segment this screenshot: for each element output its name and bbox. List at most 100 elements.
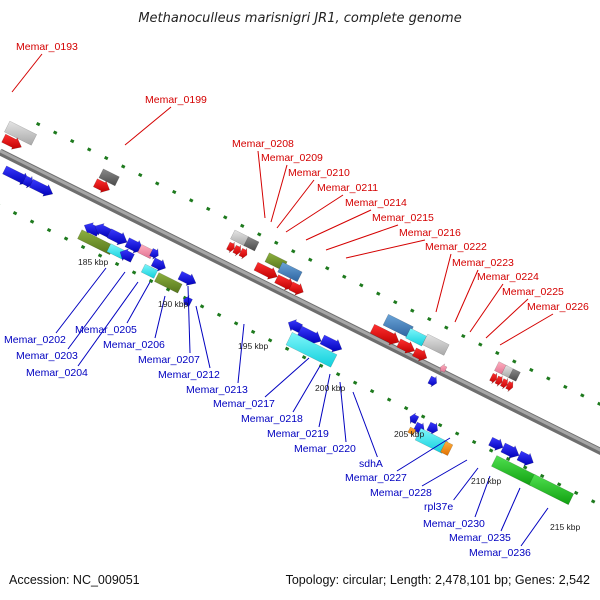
gene-memar-0199 (98, 168, 120, 187)
gene-reverse-blue (516, 450, 534, 467)
accession-text: Accession: NC_009051 (9, 573, 140, 587)
tick-mark (46, 227, 52, 233)
label-leader-line (339, 381, 347, 443)
label-leader-line (292, 365, 321, 413)
gene-reverse-blue (124, 237, 144, 254)
reverse-gene-label[interactable]: Memar_0213 (186, 384, 248, 396)
reverse-gene-label[interactable]: Memar_0212 (158, 369, 220, 381)
tick-mark (539, 473, 545, 479)
reverse-gene-label[interactable]: Memar_0227 (345, 472, 407, 484)
reverse-gene-label[interactable]: Memar_0202 (4, 334, 66, 346)
reverse-gene-label[interactable]: Memar_0230 (423, 518, 485, 530)
gene-forward-red (494, 375, 503, 387)
gene-memar-0210c (238, 247, 248, 260)
forward-gene-label[interactable]: Memar_0199 (145, 94, 207, 106)
tick-mark (597, 401, 600, 406)
tick-mark (369, 389, 375, 394)
forward-gene-label[interactable]: Memar_0222 (425, 241, 487, 253)
tick-mark (274, 240, 279, 245)
forward-gene-label[interactable]: Memar_0193 (16, 41, 78, 53)
label-leader-line (485, 298, 529, 339)
gene-reverse-blue (500, 442, 520, 459)
forward-gene-label[interactable]: Memar_0224 (477, 271, 539, 283)
backbone (0, 148, 600, 456)
label-leader-line (474, 475, 491, 518)
reverse-gene-label[interactable]: sdhA (359, 458, 383, 470)
reverse-gene-label[interactable]: Memar_0220 (294, 443, 356, 455)
tick-mark (120, 164, 126, 169)
gene-memar-0226 (411, 347, 428, 362)
reverse-gene-label[interactable]: Memar_0219 (267, 428, 329, 440)
tick-mark (563, 384, 568, 390)
gene-forward-red (1, 133, 22, 150)
scale-label: 215 kbp (550, 522, 581, 532)
tick-mark (505, 456, 511, 462)
gene-memar-0228 (414, 427, 449, 454)
forward-gene-label[interactable]: Memar_0210 (288, 167, 350, 179)
gene-memar-0210b (232, 244, 241, 257)
tick-mark (529, 367, 534, 373)
label-leader-line (318, 373, 331, 428)
forward-gene-label[interactable]: Memar_0216 (399, 227, 461, 239)
reverse-gene-label[interactable]: Memar_0205 (75, 324, 137, 336)
tick-mark (301, 355, 307, 360)
forward-gene-label[interactable]: Memar_0225 (502, 286, 564, 298)
forward-gene-label[interactable]: Memar_0214 (345, 197, 407, 209)
reverse-gene-label[interactable]: Memar_0236 (469, 547, 531, 559)
gene-memar-0225b (396, 338, 416, 354)
gene-memar-0223 (405, 327, 427, 347)
gene-reverse-blue (150, 257, 166, 272)
tick-mark (342, 274, 347, 279)
tick-mark (52, 130, 58, 135)
tick-mark (495, 350, 500, 356)
reverse-gene-label[interactable]: Memar_0207 (138, 354, 200, 366)
tick-mark (318, 363, 324, 368)
tick-mark (573, 490, 579, 496)
tick-mark (359, 283, 364, 288)
gene-reverse-pink (440, 363, 448, 373)
tick-mark (580, 393, 585, 398)
label-leader-line (154, 295, 166, 339)
tick-mark (35, 121, 41, 127)
gene-memar-0214 (277, 261, 303, 283)
reverse-gene-label[interactable]: Memar_0217 (213, 398, 275, 410)
tick-mark (240, 223, 245, 228)
reverse-gene-label[interactable]: Memar_0204 (26, 367, 88, 379)
label-leader-line (126, 281, 151, 324)
gene-memar-0210 (226, 241, 235, 254)
gene-sdha (409, 412, 420, 425)
tick-mark (454, 431, 460, 436)
scale-label: 185 kbp (78, 257, 109, 267)
reverse-gene-label[interactable]: Memar_0218 (241, 413, 303, 425)
gene-labels: Memar_0193Memar_0199Memar_0208Memar_0209… (4, 41, 589, 559)
tick-mark (393, 300, 398, 305)
forward-gene-label[interactable]: Memar_0215 (372, 212, 434, 224)
gene-memar-0230 (488, 436, 504, 451)
reverse-gene-label[interactable]: Memar_0228 (370, 487, 432, 499)
tick-mark (325, 266, 330, 271)
forward-gene-label[interactable]: Memar_0209 (261, 152, 323, 164)
gene-features (1, 120, 575, 506)
reverse-gene-label[interactable]: rpl37e (424, 501, 453, 513)
gene-memar-0216 (288, 281, 304, 296)
label-leader-line (77, 281, 139, 367)
reverse-gene-label[interactable]: Memar_0235 (449, 532, 511, 544)
gene-memar-0193 (4, 120, 38, 146)
tick-mark (206, 206, 211, 212)
forward-gene-label[interactable]: Memar_0223 (452, 257, 514, 269)
reverse-gene-label[interactable]: Memar_0203 (16, 350, 78, 362)
tick-mark (410, 308, 415, 313)
scale-label: 200 kbp (315, 383, 346, 393)
label-leader-line (264, 357, 310, 398)
scale-label: 205 kbp (394, 429, 425, 439)
forward-gene-label[interactable]: Memar_0226 (527, 301, 589, 313)
forward-gene-label[interactable]: Memar_0211 (317, 182, 378, 194)
label-leader-line (237, 323, 245, 384)
tick-mark (335, 372, 341, 377)
map-title: Methanoculleus marisnigri JR1, complete … (138, 11, 461, 26)
tick-mark (63, 236, 69, 241)
forward-gene-label[interactable]: Memar_0208 (232, 138, 294, 150)
reverse-gene-label[interactable]: Memar_0206 (103, 339, 165, 351)
tick-mark (437, 422, 443, 428)
